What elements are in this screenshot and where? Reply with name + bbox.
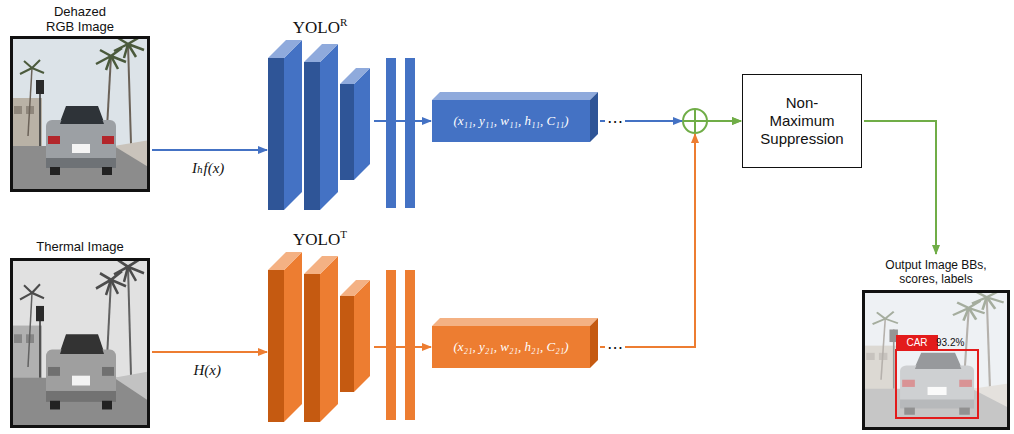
layer-face — [268, 58, 284, 210]
connector-line — [374, 346, 431, 348]
layer-face — [304, 62, 320, 210]
layer-side — [354, 68, 370, 180]
connector-line — [152, 149, 267, 151]
connector — [152, 352, 267, 353]
network-title: YOLOT — [268, 228, 372, 252]
layer-top — [340, 280, 370, 296]
layer-face — [304, 274, 320, 422]
connector-line — [707, 120, 741, 122]
layer-top — [304, 256, 338, 274]
network-name: YOLO — [293, 230, 340, 249]
output-tensor: (x₂₁, y₂₁, w₂₁, h₂₁, C₂₁) — [432, 326, 590, 368]
ellipsis: ⋯ — [605, 338, 625, 357]
score-text: 93.2% — [934, 337, 966, 348]
connector-line — [600, 134, 695, 347]
layer-top — [268, 252, 302, 270]
image-panel: Dehazed RGB Image — [10, 4, 150, 192]
network-block: YOLOT — [268, 228, 372, 422]
class-name: CAR — [906, 337, 927, 348]
network-name: YOLO — [293, 18, 340, 37]
layer-side — [354, 280, 370, 392]
layer-side — [320, 44, 338, 210]
network-superscript: R — [340, 16, 347, 28]
connector — [374, 347, 431, 348]
image-title: Dehazed RGB Image — [40, 5, 120, 35]
image-heading: Thermal Image — [10, 236, 150, 258]
image-title: Output Image BBs, scores, labels — [876, 259, 996, 287]
image-frame — [862, 290, 1010, 430]
network-superscript: T — [340, 228, 347, 240]
image-panel: Thermal Image — [10, 236, 150, 428]
connector — [600, 121, 741, 347]
output-tensor: (x₁₁, y₁₁, w₁₁, h₁₁, C₁₁) — [432, 100, 590, 142]
connector — [374, 121, 431, 122]
class-tag: CAR — [896, 335, 938, 350]
network-title: YOLOR — [268, 16, 372, 40]
connector-line — [152, 351, 267, 353]
layer-side — [284, 252, 302, 422]
image-frame — [10, 36, 150, 192]
connector — [152, 150, 267, 151]
tensor-side — [590, 318, 598, 368]
layer-side — [284, 40, 302, 210]
image-heading: Output Image BBs, scores, labels — [876, 256, 996, 290]
image-frame — [10, 258, 150, 428]
tensor-top — [432, 92, 598, 100]
connector-line — [374, 120, 431, 122]
tensor-top — [432, 318, 598, 326]
connector-line — [707, 120, 741, 122]
layer-top — [340, 68, 370, 84]
tensor-text: (x₁₁, y₁₁, w₁₁, h₁₁, C₁₁) — [453, 113, 568, 129]
connector — [864, 121, 936, 254]
tensor-text: (x₂₁, y₂₁, w₂₁, h₂₁, C₂₁) — [453, 339, 568, 355]
edge-label: Iₕf(x) — [190, 159, 226, 177]
process-box: Non- Maximum Suppression — [742, 74, 862, 168]
network-layers — [268, 40, 372, 210]
image-title: Thermal Image — [36, 240, 123, 255]
tensor-side — [590, 92, 598, 142]
layer-top — [304, 44, 338, 62]
layer-face — [340, 84, 354, 180]
layer-top — [268, 40, 302, 58]
layer-face — [268, 270, 284, 422]
connector-line — [864, 121, 936, 254]
layer-side — [320, 256, 338, 422]
ellipsis: ⋯ — [605, 112, 625, 131]
layer-face — [340, 296, 354, 392]
image-heading: Dehazed RGB Image — [40, 4, 120, 36]
network-block: YOLOR — [268, 16, 372, 210]
process-text: Non- Maximum Suppression — [755, 94, 849, 148]
network-layers — [268, 252, 372, 422]
edge-label: H(x) — [192, 362, 223, 379]
